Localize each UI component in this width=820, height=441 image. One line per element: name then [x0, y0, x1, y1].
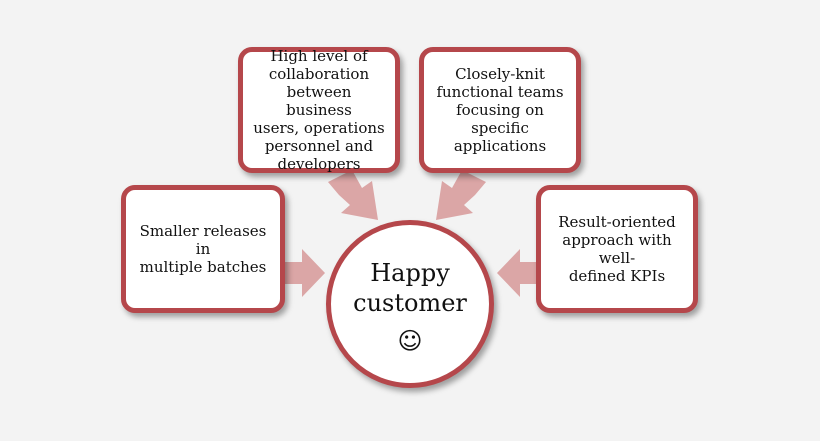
center-title: Happy customer [353, 259, 467, 317]
box-result-oriented-label: Result-oriented approach with well- defi… [558, 213, 676, 285]
box-result-oriented: Result-oriented approach with well- defi… [536, 185, 698, 313]
smiley-icon: ☺ [397, 327, 423, 355]
center-circle: Happy customer ☺ [326, 220, 494, 388]
box-smaller-releases: Smaller releases in multiple batches [121, 185, 285, 313]
box-collaboration-label: High level of collaboration between busi… [253, 47, 385, 173]
arrow-right [497, 249, 539, 297]
arrow-top-left [328, 170, 378, 220]
box-smaller-releases-label: Smaller releases in multiple batches [139, 222, 267, 276]
arrow-top-right [436, 170, 486, 220]
arrow-left [283, 249, 325, 297]
box-functional-teams: Closely-knit functional teams focusing o… [419, 47, 581, 173]
box-functional-teams-label: Closely-knit functional teams focusing o… [436, 65, 564, 155]
box-collaboration: High level of collaboration between busi… [238, 47, 400, 173]
